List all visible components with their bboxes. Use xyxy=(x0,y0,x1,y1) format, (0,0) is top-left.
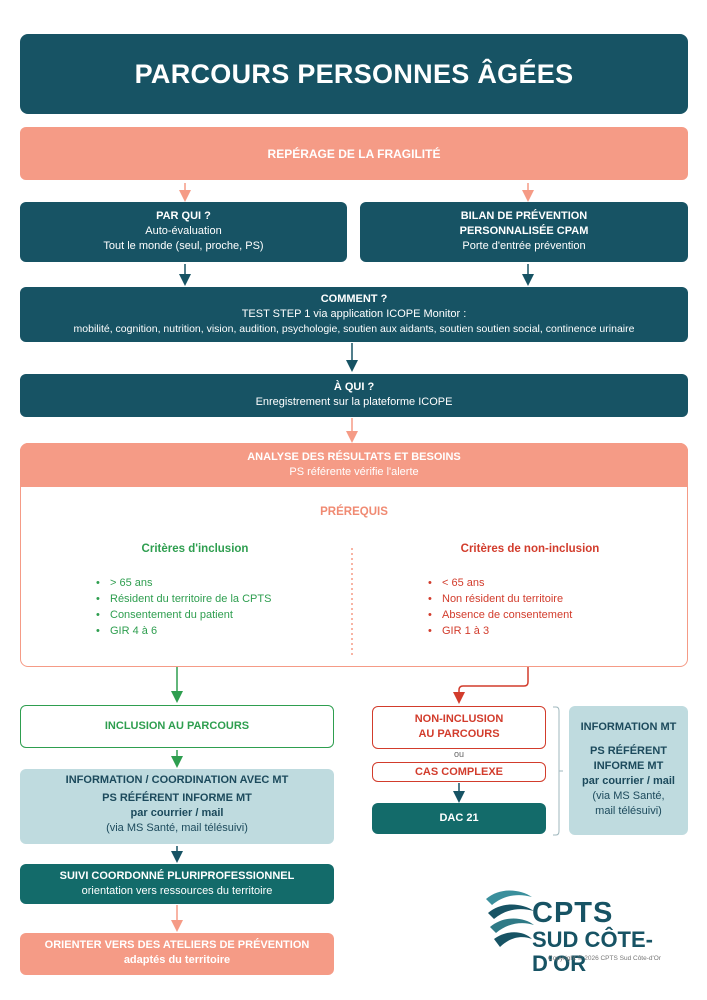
dac-box: DAC 21 xyxy=(372,803,546,834)
logo-name-line2: SUD CÔTE-D'OR xyxy=(532,927,653,976)
non-inclusion-item: Non résident du territoire xyxy=(428,591,668,607)
info-mt-line1: PS RÉFÉRENT xyxy=(589,745,667,757)
info-mt-line4: (via MS Santé, xyxy=(592,790,665,802)
inclusion-item: > 65 ans xyxy=(96,575,336,591)
comment-line2: mobilité, cognition, nutrition, vision, … xyxy=(73,323,635,335)
non-inclusion-item: Absence de consentement xyxy=(428,607,668,623)
info-coord-line1: PS RÉFÉRENT INFORME MT xyxy=(102,792,252,804)
non-inclusion-parcours-box: NON-INCLUSION AU PARCOURS xyxy=(372,706,546,749)
a-qui-line1: Enregistrement sur la plateforme ICOPE xyxy=(255,396,453,408)
suivi-box: SUIVI COORDONNÉ PLURIPROFESSIONNEL orien… xyxy=(20,864,334,904)
comment-title: COMMENT ? xyxy=(320,293,388,305)
inclusion-item: GIR 4 à 6 xyxy=(96,623,336,639)
cas-complexe-box: CAS COMPLEXE xyxy=(372,762,546,782)
a-qui-title: À QUI ? xyxy=(333,381,375,393)
bracket-right xyxy=(553,706,563,836)
inclusion-parcours-title: INCLUSION AU PARCOURS xyxy=(104,720,250,732)
info-coord-line3: (via MS Santé, mail télésuivi) xyxy=(106,822,248,834)
comment-box: COMMENT ? TEST STEP 1 via application IC… xyxy=(20,287,688,342)
par-qui-box: PAR QUI ? Auto-évaluation Tout le monde … xyxy=(20,202,347,262)
analyse-line1: PS référente vérifie l'alerte xyxy=(289,466,419,478)
dac-title: DAC 21 xyxy=(439,812,479,824)
info-mt-title: INFORMATION MT xyxy=(580,721,677,733)
info-mt-line3: par courrier / mail xyxy=(582,775,675,787)
bilan-box: BILAN DE PRÉVENTION PERSONNALISÉE CPAM P… xyxy=(360,202,688,262)
inclusion-parcours-box: INCLUSION AU PARCOURS xyxy=(20,705,334,748)
orienter-line1: adaptés du territoire xyxy=(123,954,231,966)
bilan-title2: PERSONNALISÉE CPAM xyxy=(459,225,589,237)
non-inclusion-criteria-list: < 65 ans Non résident du territoire Abse… xyxy=(428,575,668,639)
bilan-title1: BILAN DE PRÉVENTION xyxy=(460,210,588,222)
non-inclusion-item: GIR 1 à 3 xyxy=(428,623,668,639)
inclusion-item: Résident du territoire de la CPTS xyxy=(96,591,336,607)
analyse-header: ANALYSE DES RÉSULTATS ET BESOINS PS réfé… xyxy=(20,443,688,487)
ou-separator: ou xyxy=(453,749,464,759)
par-qui-title: PAR QUI ? xyxy=(156,210,211,222)
cas-complexe-title: CAS COMPLEXE xyxy=(414,765,503,778)
copyright: Copyright © 2026 CPTS Sud Côte-d'Or xyxy=(548,955,661,962)
logo-name-line1: CPTS xyxy=(532,897,614,929)
inclusion-criteria-title: Critères d'inclusion xyxy=(141,543,249,555)
non-inclusion-title2: AU PARCOURS xyxy=(418,728,500,740)
prerequis-title: PRÉREQUIS xyxy=(320,506,388,518)
inclusion-item: Consentement du patient xyxy=(96,607,336,623)
bilan-line1: Porte d'entrée prévention xyxy=(462,240,586,252)
info-mt-box: INFORMATION MT PS RÉFÉRENT INFORME MT pa… xyxy=(569,706,688,835)
non-inclusion-criteria-title: Critères de non-inclusion xyxy=(460,543,600,555)
info-mt-line2: INFORME MT xyxy=(593,760,664,772)
non-inclusion-title1: NON-INCLUSION xyxy=(414,713,504,725)
comment-line1: TEST STEP 1 via application ICOPE Monito… xyxy=(241,308,467,320)
suivi-title: SUIVI COORDONNÉ PLURIPROFESSIONNEL xyxy=(59,870,295,882)
suivi-line1: orientation vers ressources du territoir… xyxy=(81,885,273,897)
reperage-box: REPÉRAGE DE LA FRAGILITÉ xyxy=(20,127,688,180)
orienter-title: ORIENTER VERS DES ATELIERS DE PRÉVENTION xyxy=(44,939,310,951)
orienter-box: ORIENTER VERS DES ATELIERS DE PRÉVENTION… xyxy=(20,933,334,975)
info-coord-line2: par courrier / mail xyxy=(130,807,224,819)
cpts-logo-icon xyxy=(486,890,534,947)
inclusion-criteria-list: > 65 ans Résident du territoire de la CP… xyxy=(96,575,336,639)
info-mt-line5: mail télésuivi) xyxy=(595,805,662,817)
par-qui-line1: Auto-évaluation xyxy=(145,225,222,237)
analyse-title: ANALYSE DES RÉSULTATS ET BESOINS xyxy=(247,451,461,463)
par-qui-line2: Tout le monde (seul, proche, PS) xyxy=(103,240,264,252)
info-coord-box: INFORMATION / COORDINATION AVEC MT PS RÉ… xyxy=(20,769,334,844)
a-qui-box: À QUI ? Enregistrement sur la plateforme… xyxy=(20,374,688,417)
arrow-non-inclusion xyxy=(453,667,529,704)
header-banner: PARCOURS PERSONNES ÂGÉES xyxy=(20,34,688,114)
info-coord-title: INFORMATION / COORDINATION AVEC MT xyxy=(65,774,289,786)
non-inclusion-item: < 65 ans xyxy=(428,575,668,591)
page-title: PARCOURS PERSONNES ÂGÉES xyxy=(134,58,574,89)
reperage-title: REPÉRAGE DE LA FRAGILITÉ xyxy=(267,146,441,161)
